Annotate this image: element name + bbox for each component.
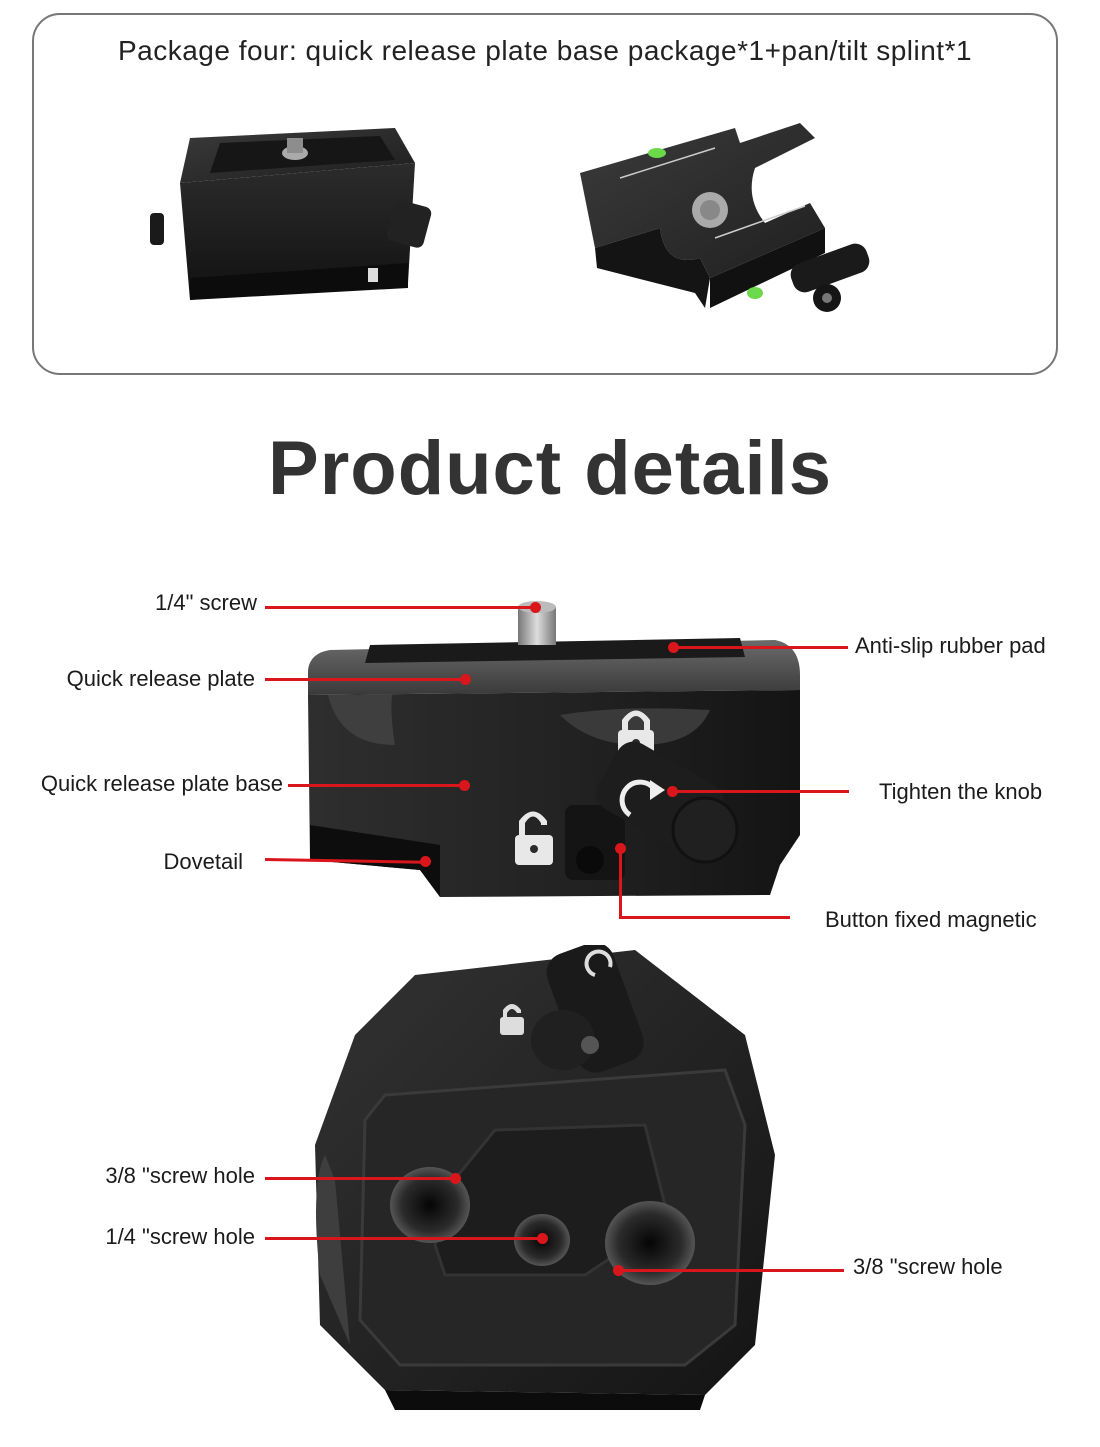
callout-screw-hole-38-left-label: 3/8 "screw hole [105, 1163, 255, 1188]
callout-screw-hole-14-dot [536, 1232, 548, 1244]
package-title: Package four: quick release plate base p… [117, 35, 973, 66]
callout-screw-quarter-dot [529, 601, 541, 613]
callout-tighten-knob-label: Tighten the knob [879, 779, 1043, 804]
callout-screw-hole-38-right-line [618, 1269, 844, 1272]
package-pan-tilt-splint-image [575, 118, 895, 323]
callout-tighten-knob-dot [666, 785, 678, 797]
callout-button-magnetic-dot [614, 842, 626, 854]
callout-screw-hole-38-left-dot [449, 1172, 461, 1184]
callout-screw-quarter-line [265, 606, 535, 609]
callout-quick-release-plate-dot [459, 673, 471, 685]
callout-screw-hole-38-right-label: 3/8 "screw hole [853, 1254, 1003, 1279]
callout-quick-release-plate-base-line [288, 784, 464, 787]
detail-quick-release-base-image [300, 595, 810, 905]
callout-screw-hole-38-left-line [265, 1177, 455, 1180]
callout-screw-hole-14-line [265, 1237, 542, 1240]
callout-quick-release-plate-base-dot [458, 779, 470, 791]
callout-anti-slip-pad-dot [667, 641, 679, 653]
callout-dovetail-dot [419, 855, 431, 867]
section-heading: Product details [268, 426, 832, 511]
callout-screw-hole-38-right-dot [612, 1264, 624, 1276]
callout-quick-release-plate-label: Quick release plate [66, 666, 255, 691]
callout-quick-release-plate-base-label: Quick release plate base [40, 771, 283, 796]
detail-bottom-view-image [305, 945, 785, 1410]
callout-anti-slip-pad-label: Anti-slip rubber pad [855, 633, 1046, 658]
callout-button-magnetic-line [619, 916, 790, 919]
callout-button-magnetic-vline [619, 848, 622, 919]
callout-anti-slip-pad-line [673, 646, 848, 649]
callout-screw-hole-14-label: 1/4 "screw hole [105, 1224, 255, 1249]
callout-screw-quarter-label: 1/4" screw [155, 590, 257, 615]
package-quick-release-base-image [150, 118, 440, 308]
callout-button-magnetic-label: Button fixed magnetic [825, 907, 1037, 932]
callout-quick-release-plate-line [265, 678, 465, 681]
callout-dovetail-label: Dovetail [163, 849, 243, 874]
callout-tighten-knob-line [672, 790, 849, 793]
